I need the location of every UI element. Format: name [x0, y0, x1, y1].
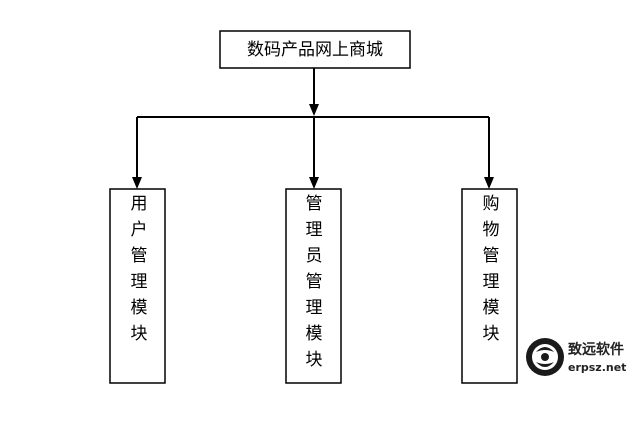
root-node-box	[219, 30, 411, 69]
root-arrowhead	[309, 104, 319, 116]
child-node-shopping-management: 购物管理模块	[461, 188, 518, 384]
child-node-user-management: 用户管理模块	[109, 188, 166, 384]
watermark-brand: 致远软件	[568, 341, 624, 358]
child-node-admin-management: 管理员管理模块	[285, 188, 342, 384]
child-node-label: 购物管理模块	[483, 194, 500, 344]
root-node-label: 数码产品网上商城	[247, 40, 383, 60]
child-node-label: 用户管理模块	[131, 194, 148, 344]
watermark: 致远软件 erpsz.net	[526, 338, 626, 376]
child-node-label: 管理员管理模块	[306, 194, 323, 370]
connectors	[132, 68, 494, 189]
watermark-logo-icon	[526, 338, 564, 376]
child-node-box	[109, 188, 166, 384]
root-node: 数码产品网上商城	[219, 30, 411, 69]
child-node-box	[461, 188, 518, 384]
child-node-box	[285, 188, 342, 384]
branch-arrowhead-right	[484, 177, 494, 189]
branch-arrowhead-left	[132, 177, 142, 189]
branch-arrowhead-center	[309, 177, 319, 189]
watermark-domain: erpsz.net	[568, 361, 626, 374]
